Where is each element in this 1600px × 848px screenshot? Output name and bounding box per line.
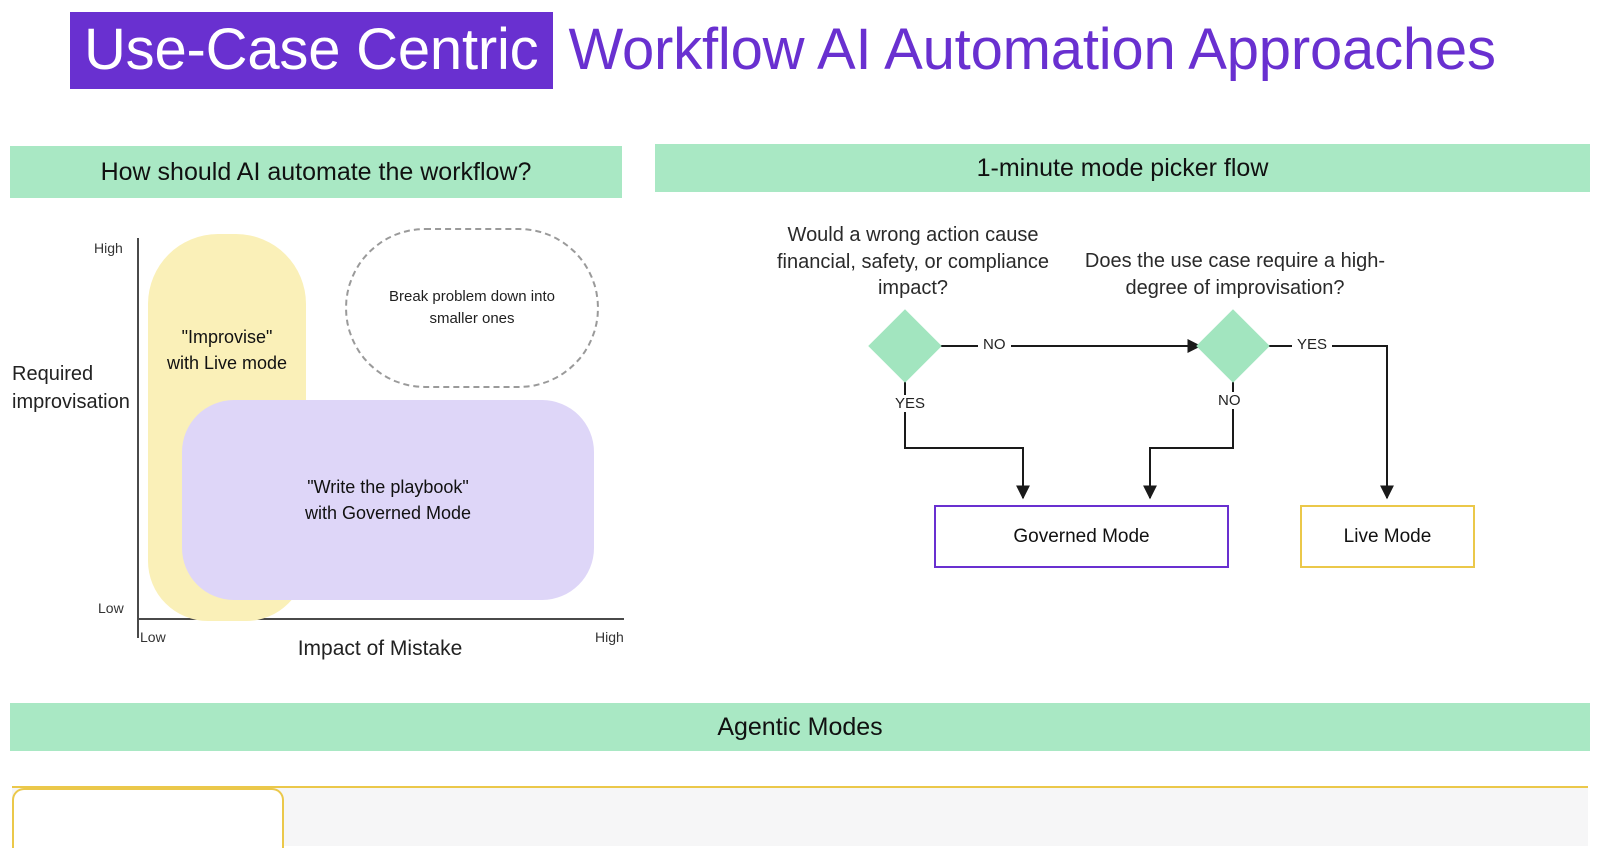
- edge-label-yes-1: YES: [890, 395, 931, 412]
- outcome-box-live-mode: Live Mode: [1300, 505, 1475, 568]
- outcome-box-live-mode-label: Live Mode: [1343, 525, 1432, 547]
- section-header-bottom-label: Agentic Modes: [717, 712, 883, 741]
- edge-label-no-1: NO: [978, 336, 1011, 353]
- page-title: Use-Case Centric Workflow AI Automation …: [70, 12, 1496, 89]
- edge-label-yes-2: YES: [1292, 336, 1333, 353]
- outcome-box-governed-mode: Governed Mode: [934, 505, 1229, 568]
- agentic-modes-card: [12, 786, 1588, 848]
- section-header-left: How should AI automate the workflow?: [10, 146, 622, 198]
- x-axis-tick-high: High: [595, 629, 624, 645]
- y-axis-line: [137, 238, 139, 638]
- flow-question-2: Does the use case require a high-degree …: [1084, 250, 1386, 299]
- quadrant-chart: High Low Low High Required improvisation…: [0, 210, 650, 680]
- outcome-box-governed-mode-label: Governed Mode: [1013, 525, 1150, 547]
- y-axis-tick-low: Low: [98, 600, 124, 616]
- x-axis-title: Impact of Mistake: [297, 637, 463, 660]
- section-header-left-label: How should AI automate the workflow?: [100, 157, 532, 186]
- section-header-right-label: 1-minute mode picker flow: [976, 153, 1269, 182]
- section-header-bottom: Agentic Modes: [10, 703, 1590, 751]
- mode-picker-flowchart: Would a wrong action cause financial, sa…: [655, 200, 1600, 600]
- edge-label-no-2: NO: [1213, 392, 1246, 409]
- region-break-problem-down: Break problem down into smaller ones: [345, 228, 599, 388]
- region-write-playbook-governed-mode: "Write the playbook" with Governed Mode: [182, 400, 594, 600]
- flow-question-1: Would a wrong action cause financial, sa…: [777, 224, 1049, 300]
- page-title-highlight: Use-Case Centric: [70, 12, 553, 89]
- y-axis-tick-high: High: [94, 240, 123, 256]
- x-axis-line: [137, 618, 624, 620]
- y-axis-title: Required improvisation: [12, 363, 130, 413]
- x-axis-tick-low: Low: [140, 629, 166, 645]
- agentic-modes-card-tab[interactable]: [12, 788, 284, 848]
- page-title-rest: Workflow AI Automation Approaches: [568, 17, 1496, 82]
- section-header-right: 1-minute mode picker flow: [655, 144, 1590, 192]
